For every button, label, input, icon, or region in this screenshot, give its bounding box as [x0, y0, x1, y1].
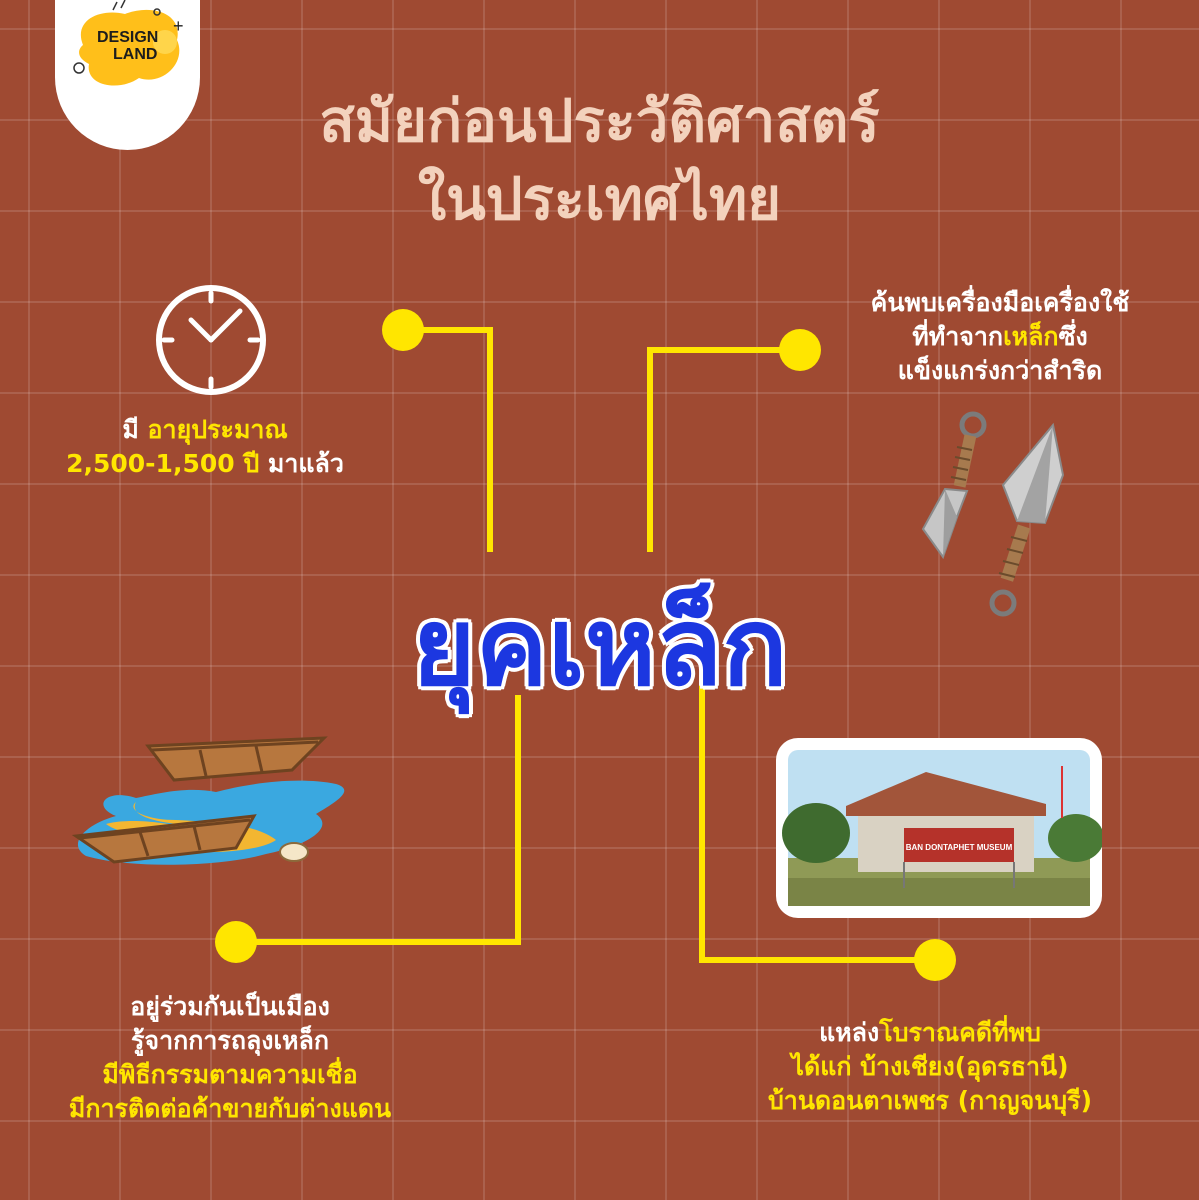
logo-text-land: LAND [113, 46, 157, 63]
tools-line-2-post: ซึ่ง [1058, 322, 1088, 351]
kunai-icon [921, 411, 1065, 617]
age-highlight-1: อายุประมาณ [147, 415, 288, 444]
dot-bottom-right [914, 939, 956, 981]
society-line-3: มีพิธีกรรมตามความเชื่อ [102, 1060, 358, 1089]
logo-icon: DESIGN LAND + [73, 0, 184, 86]
sites-text: แหล่งโบราณคดีที่พบ ได้แก่ บ้างเชียง(อุดร… [720, 1016, 1140, 1118]
society-line-2: รู้จากการถลุงเหล็ก [131, 1026, 329, 1055]
dot-top-right [779, 329, 821, 371]
age-prefix: มี [122, 415, 148, 444]
tools-line-2: ที่ทำจากเหล็กซึ่ง [800, 320, 1199, 354]
dot-top-left [382, 309, 424, 351]
sites-line-1-pre: แหล่ง [819, 1018, 880, 1047]
tools-text: ค้นพบเครื่องมือเครื่องใช้ ที่ทำจากเหล็กซ… [800, 286, 1199, 388]
society-text: อยู่ร่วมกันเป็นเมือง รู้จากการถลุงเหล็ก … [30, 990, 430, 1126]
sites-line-1-hl: โบราณคดีที่พบ [879, 1018, 1041, 1047]
age-line-1: มี อายุประมาณ [40, 413, 370, 447]
tools-line-1: ค้นพบเครื่องมือเครื่องใช้ [870, 288, 1130, 317]
logo-plus: + [173, 16, 184, 36]
clock-icon [156, 285, 266, 395]
age-suffix: มาแล้ว [259, 449, 344, 478]
society-line-4: มีการติดต่อค้าขายกับต่างแดน [68, 1094, 392, 1123]
sites-line-2: ได้แก่ บ้างเชียง(อุดรธานี) [791, 1052, 1069, 1081]
title-line-1: สมัยก่อนประวัติศาสตร์ [319, 87, 880, 155]
sites-line-1: แหล่งโบราณคดีที่พบ [720, 1016, 1140, 1050]
age-highlight-2: 2,500-1,500 ปี [66, 449, 260, 478]
tools-line-2-hl: เหล็ก [1003, 322, 1059, 351]
boat-icon [71, 736, 345, 865]
age-text: มี อายุประมาณ 2,500-1,500 ปี มาแล้ว [40, 413, 370, 481]
era-title: ยุคเหล็ก [412, 585, 788, 710]
tools-line-3: แข็งแกร่งกว่าสำริด [897, 356, 1103, 385]
age-line-2: 2,500-1,500 ปี มาแล้ว [40, 447, 370, 481]
museum-photo-image: BAN DONTAPHET MUSEUM [782, 750, 1102, 906]
museum-photo: BAN DONTAPHET MUSEUM [776, 738, 1102, 918]
society-line-1: อยู่ร่วมกันเป็นเมือง [130, 992, 330, 1021]
tools-line-2-pre: ที่ทำจาก [912, 322, 1004, 351]
logo-badge: DESIGN LAND + [55, 0, 200, 150]
title-line-2: ในประเทศไทย [417, 165, 782, 233]
dot-bottom-left [215, 921, 257, 963]
museum-sign-text: BAN DONTAPHET MUSEUM [906, 843, 1013, 852]
sites-line-3: บ้านดอนตาเพชร (กาญจนบุรี) [767, 1086, 1093, 1115]
logo-text-design: DESIGN [97, 29, 158, 46]
